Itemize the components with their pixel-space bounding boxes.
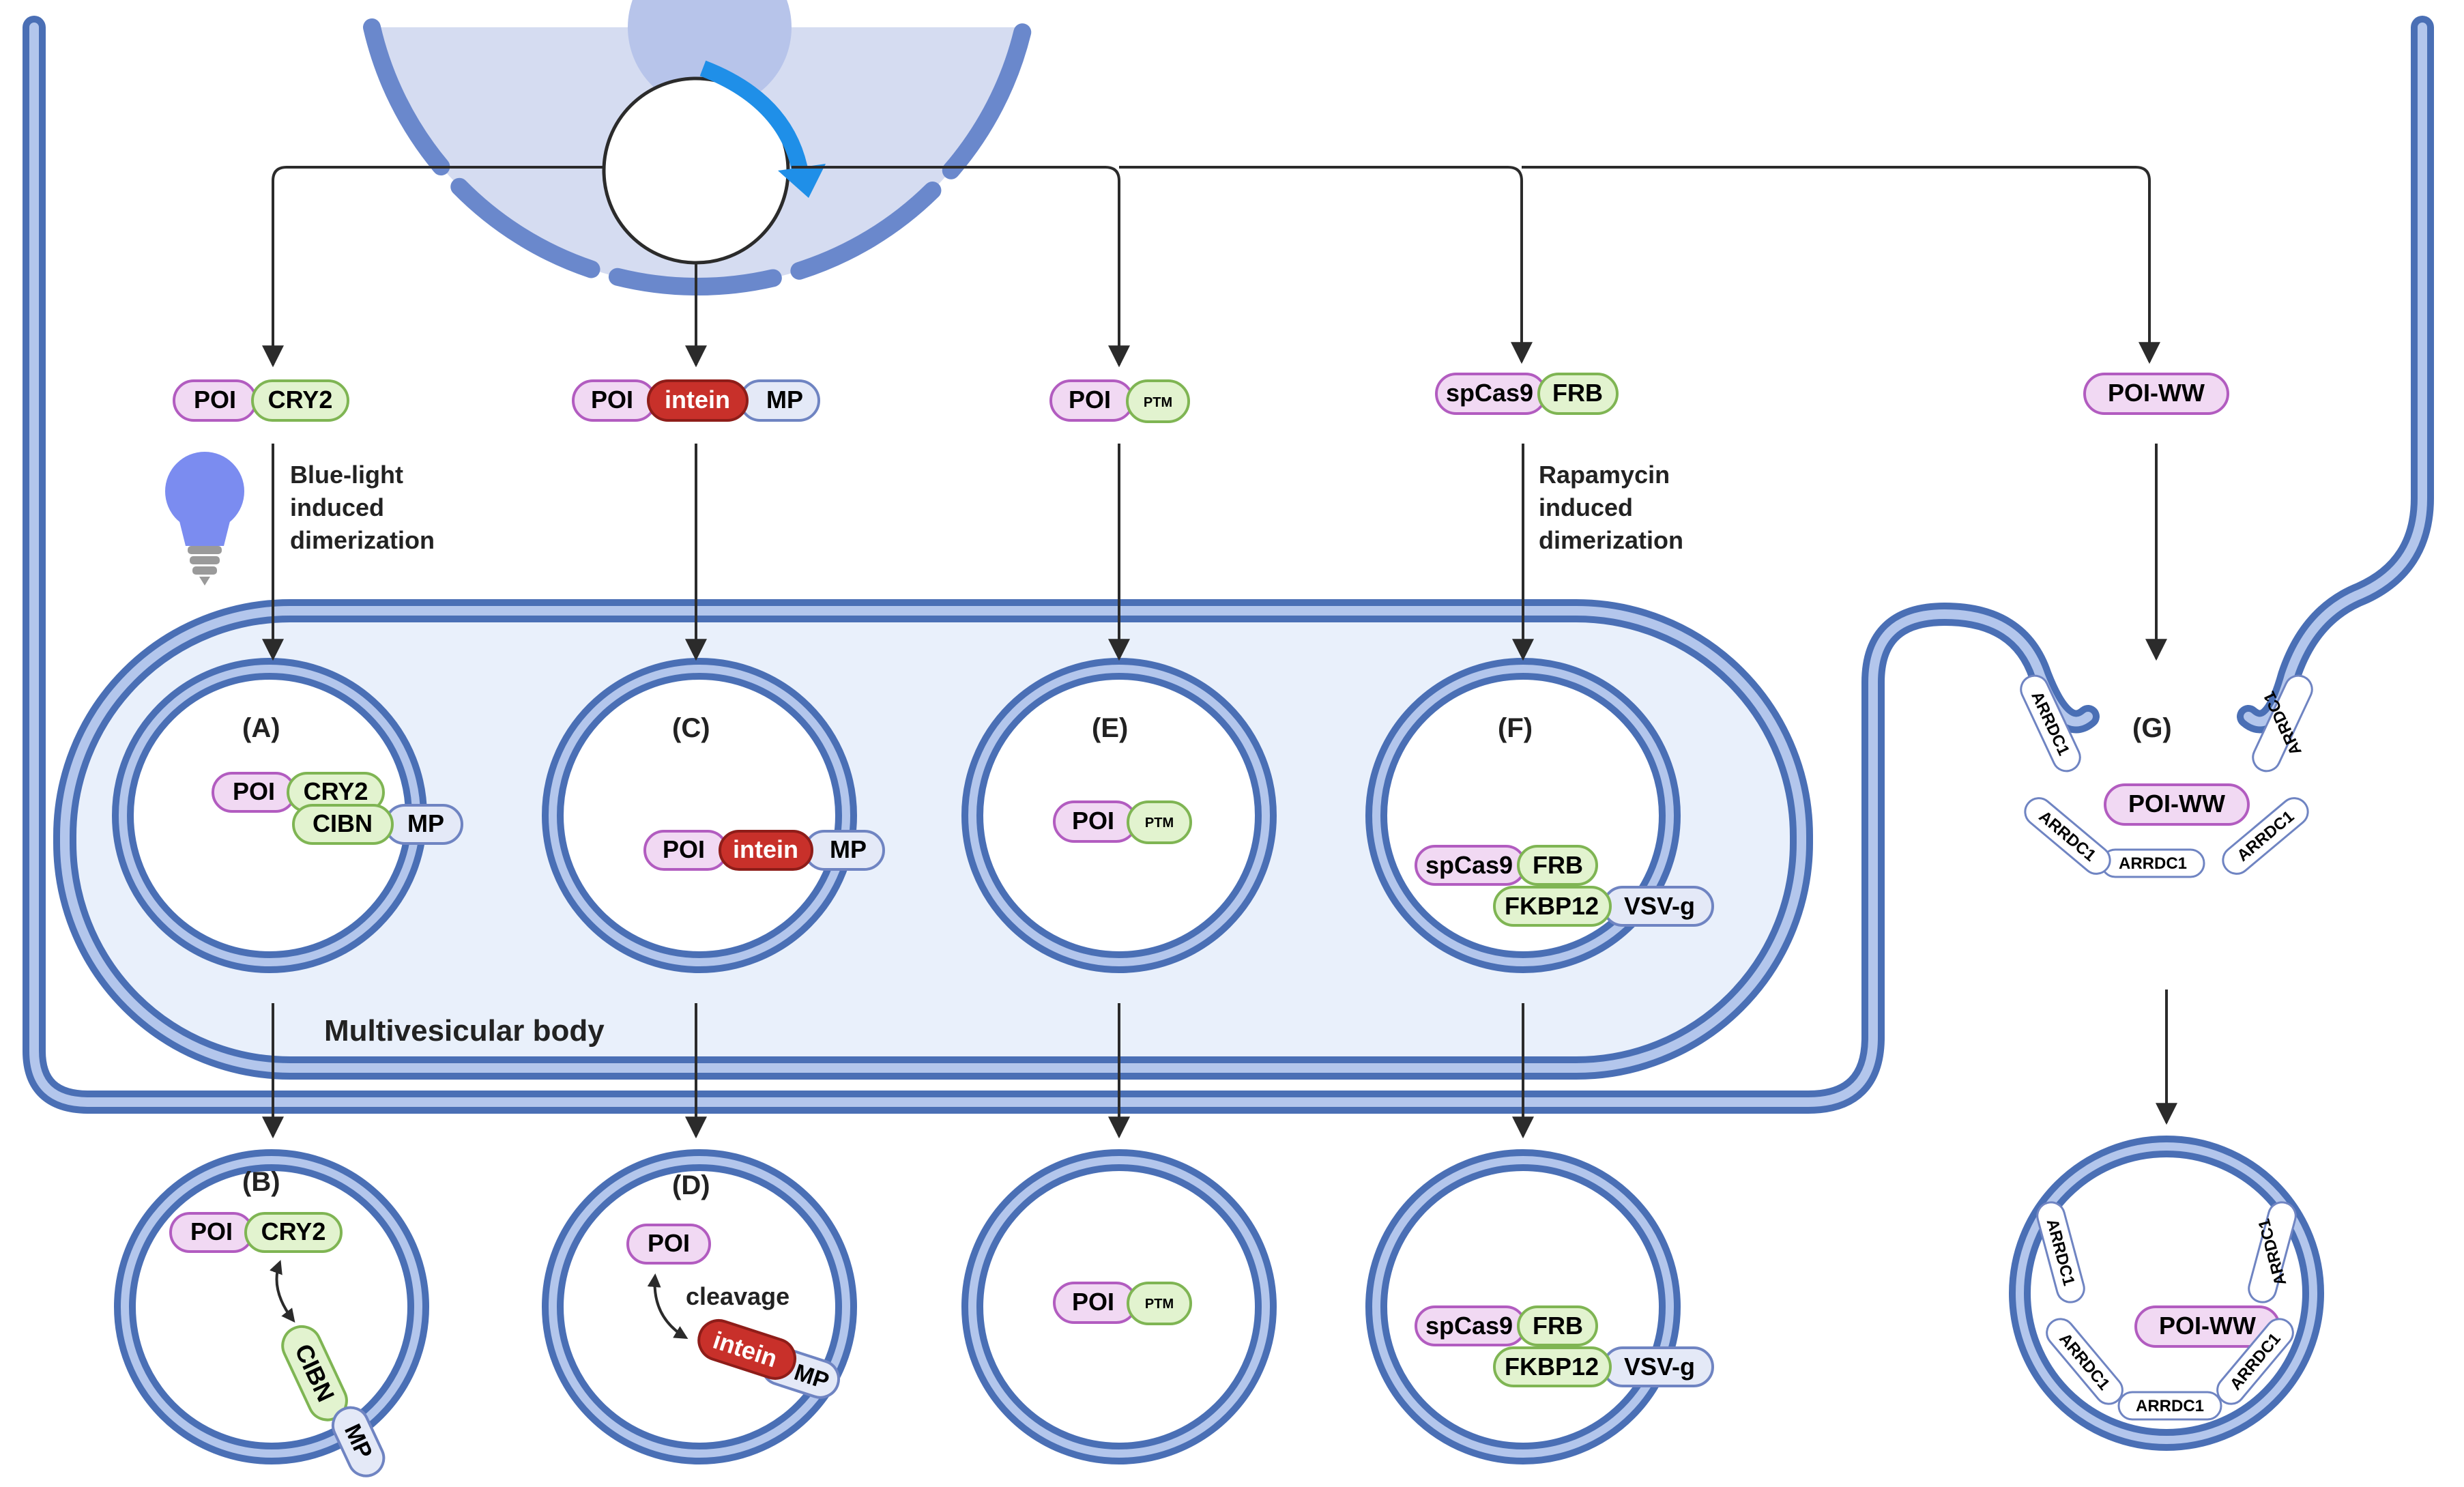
svg-text:MP: MP bbox=[407, 809, 444, 837]
svg-text:dimerization: dimerization bbox=[290, 526, 435, 554]
panel-a-label: (A) bbox=[242, 713, 280, 743]
panel-c-complex: POI intein MP bbox=[643, 830, 885, 871]
panel-a-complex: POI CRY2 CIBN MP bbox=[212, 772, 463, 845]
svg-text:PTM: PTM bbox=[1144, 395, 1172, 410]
svg-text:induced: induced bbox=[1539, 493, 1633, 521]
poi-intein-mp-construct: POI intein MP bbox=[572, 379, 820, 422]
panel-d-label: (D) bbox=[672, 1170, 710, 1200]
svg-text:spCas9: spCas9 bbox=[1425, 851, 1513, 879]
svg-text:POI: POI bbox=[591, 386, 633, 414]
panel-f-bottom-complex: spCas9 FRB FKBP12 VSV-g bbox=[1415, 1305, 1714, 1387]
poi-ww-construct: POI-WW bbox=[2083, 373, 2229, 415]
svg-text:dimerization: dimerization bbox=[1539, 526, 1683, 554]
svg-text:PTM: PTM bbox=[1145, 1297, 1174, 1312]
svg-text:POI: POI bbox=[648, 1229, 690, 1257]
poi-cry2-construct: POI CRY2 bbox=[173, 379, 349, 422]
flow-arrows bbox=[262, 444, 2177, 1139]
svg-text:FKBP12: FKBP12 bbox=[1505, 1353, 1599, 1381]
panel-b-label: (B) bbox=[242, 1167, 280, 1197]
svg-text:POI: POI bbox=[190, 1217, 233, 1245]
svg-text:ARRDC1: ARRDC1 bbox=[2119, 854, 2187, 873]
blue-light-note: Blue-light induced dimerization bbox=[290, 461, 435, 554]
svg-text:CRY2: CRY2 bbox=[304, 777, 368, 805]
multivesicular-body bbox=[53, 599, 1813, 1080]
svg-text:VSV-g: VSV-g bbox=[1624, 892, 1695, 920]
svg-text:CIBN: CIBN bbox=[313, 809, 373, 837]
svg-text:Rapamycin: Rapamycin bbox=[1539, 461, 1670, 489]
svg-text:spCas9: spCas9 bbox=[1446, 379, 1533, 407]
poi-ptm-construct: POI PTM bbox=[1049, 379, 1190, 423]
svg-text:CRY2: CRY2 bbox=[268, 386, 333, 414]
svg-text:PTM: PTM bbox=[1145, 815, 1174, 831]
lightbulb-icon bbox=[165, 452, 244, 586]
svg-text:FRB: FRB bbox=[1552, 379, 1603, 407]
svg-text:spCas9: spCas9 bbox=[1425, 1312, 1513, 1340]
svg-text:POI: POI bbox=[233, 777, 275, 805]
svg-text:POI: POI bbox=[194, 386, 236, 414]
svg-text:POI: POI bbox=[663, 835, 705, 863]
svg-text:FRB: FRB bbox=[1533, 851, 1583, 879]
svg-text:FKBP12: FKBP12 bbox=[1505, 892, 1599, 920]
svg-text:CRY2: CRY2 bbox=[261, 1217, 326, 1245]
svg-text:VSV-g: VSV-g bbox=[1624, 1353, 1695, 1381]
svg-text:intein: intein bbox=[733, 835, 798, 863]
svg-text:POI-WW: POI-WW bbox=[2128, 790, 2225, 818]
mvb-label: Multivesicular body bbox=[324, 1014, 605, 1048]
distribution-lines bbox=[262, 166, 2160, 368]
svg-text:MP: MP bbox=[766, 386, 803, 414]
svg-text:induced: induced bbox=[290, 493, 384, 521]
panel-e-complex: POI PTM bbox=[1053, 800, 1192, 844]
svg-text:MP: MP bbox=[830, 835, 867, 863]
svg-text:Blue-light: Blue-light bbox=[290, 461, 403, 489]
svg-text:POI-WW: POI-WW bbox=[2159, 1312, 2256, 1340]
svg-text:intein: intein bbox=[665, 386, 730, 414]
panel-e-bottom-complex: POI PTM bbox=[1053, 1282, 1192, 1325]
svg-text:POI-WW: POI-WW bbox=[2108, 379, 2205, 407]
panel-e-label: (E) bbox=[1092, 713, 1128, 743]
svg-text:POI: POI bbox=[1072, 807, 1114, 835]
panel-f-label: (F) bbox=[1498, 713, 1533, 743]
svg-text:ARRDC1: ARRDC1 bbox=[2136, 1397, 2204, 1415]
rapamycin-note: Rapamycin induced dimerization bbox=[1539, 461, 1683, 554]
panel-g-label: (G) bbox=[2132, 713, 2172, 743]
panel-c-label: (C) bbox=[672, 713, 710, 743]
svg-text:POI: POI bbox=[1072, 1288, 1114, 1316]
panel-f-complex: spCas9 FRB FKBP12 VSV-g bbox=[1415, 845, 1714, 927]
panel-g-bottom-vesicle: POI-WW ARRDC1 ARRDC1 ARRDC1 ARRDC1 ARRDC… bbox=[2036, 1201, 2297, 1421]
svg-text:cleavage: cleavage bbox=[686, 1282, 789, 1310]
svg-text:POI: POI bbox=[1069, 386, 1111, 414]
svg-text:FRB: FRB bbox=[1533, 1312, 1583, 1340]
panel-b-complex: POI CRY2 CIBN MP bbox=[169, 1212, 386, 1477]
spcas9-frb-construct: spCas9 FRB bbox=[1435, 373, 1619, 415]
